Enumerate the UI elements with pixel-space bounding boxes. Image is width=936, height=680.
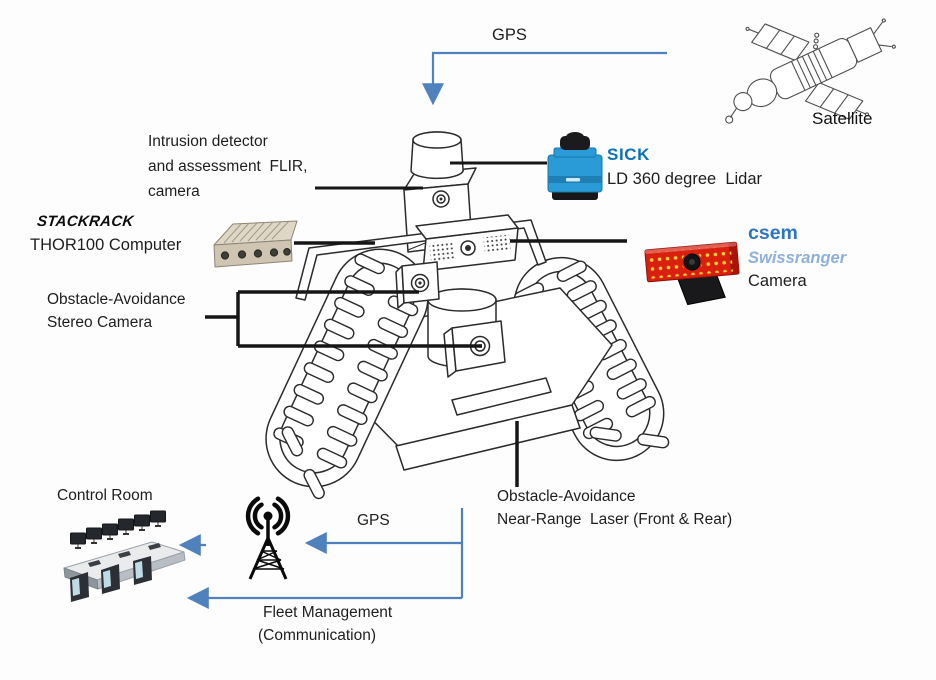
fleet-label-line2: (Communication) [258, 627, 377, 644]
control-room-label: Control Room [57, 487, 153, 504]
stereo-label-line2: Stereo Camera [47, 314, 153, 331]
csem-camera-label: Camera [748, 272, 807, 290]
thor100-label: THOR100 Computer [30, 236, 182, 254]
laser-label-line1: Obstacle-Avoidance [497, 488, 636, 505]
sick-brand-label: SICK [607, 145, 651, 164]
gps-uplink-label: GPS [492, 26, 527, 44]
lidar-mount [410, 131, 464, 180]
stereo-label-line1: Obstacle-Avoidance [47, 291, 186, 308]
laser-label-line2: Near-Range Laser (Front & Rear) [497, 511, 733, 528]
stackrack-logo: STACKRACK [36, 213, 135, 230]
sensor-panel [415, 214, 519, 272]
flir-label-line3: camera [148, 183, 200, 200]
control-room-image [63, 510, 186, 602]
satellite-drawing [725, 18, 896, 124]
gps-satellite-link-arrow [422, 51, 667, 106]
gps-ground-label: GPS [357, 512, 390, 529]
stereo-camera-callout-bracket [205, 290, 482, 348]
antenna-icon [245, 496, 291, 580]
swissranger-camera-image [644, 241, 740, 306]
satellite-label: Satellite [812, 109, 873, 128]
flir-label-line2: and assessment FLIR, [148, 158, 308, 175]
roll-cage [295, 219, 547, 301]
sick-lidar-image [547, 132, 603, 200]
csem-brand-label: csem [748, 222, 798, 244]
thor100-computer-image [213, 220, 298, 268]
flir-label-line1: Intrusion detector [148, 133, 268, 150]
sick-desc-label: LD 360 degree Lidar [607, 170, 763, 188]
robot-drawing [265, 131, 671, 502]
fleet-label-line1: Fleet Management [263, 604, 393, 621]
swissranger-label: Swissranger [748, 249, 847, 267]
